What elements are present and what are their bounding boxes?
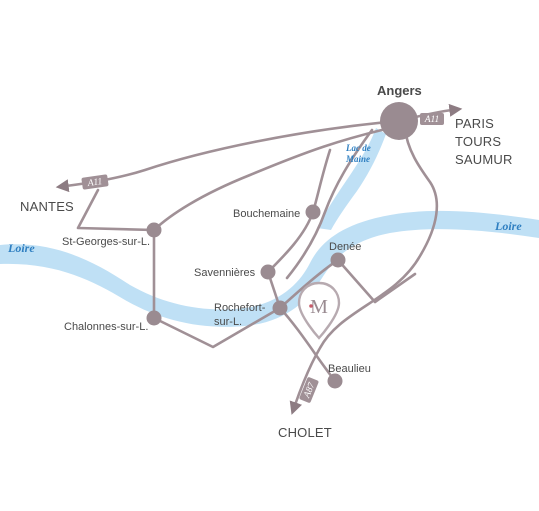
svg-text:A11: A11: [424, 115, 440, 125]
dot-bouchemaine: [305, 204, 321, 220]
label-savennieres: Savennières: [194, 267, 256, 279]
lake-label-line2: Maine: [345, 154, 370, 164]
dot-denee: [330, 252, 346, 268]
dot-rochefort: [272, 300, 288, 316]
road-denee-a87: [336, 258, 417, 304]
label-st-georges: St-Georges-sur-L.: [62, 236, 150, 248]
lac-de-maine: [317, 128, 386, 230]
lake-label-line1: Lac de: [345, 143, 371, 153]
dot-beaulieu: [327, 373, 343, 389]
map-pin-icon[interactable]: M: [297, 281, 341, 340]
label-denee: Denée: [329, 241, 361, 253]
road-angers-st-georges: [152, 126, 392, 232]
road-rochefort-beaulieu: [278, 306, 337, 383]
loire-label-west: Loire: [7, 241, 35, 255]
label-paris: PARIS: [455, 116, 494, 131]
label-rochefort-line1: Rochefort-: [214, 302, 266, 314]
dot-savennieres: [260, 264, 276, 280]
map-pin-monogram: M: [310, 296, 328, 318]
loire-river: [0, 210, 539, 327]
road-maine-east: [285, 128, 374, 280]
label-tours: TOURS: [455, 134, 501, 149]
road-badge-a11-west: A11: [81, 174, 109, 190]
label-angers: Angers: [377, 83, 422, 98]
loire-label-east: Loire: [494, 219, 522, 233]
dot-chalonnes: [146, 310, 162, 326]
label-rochefort-line2: sur-L.: [214, 316, 242, 328]
label-bouchemaine: Bouchemaine: [233, 208, 300, 220]
label-chalonnes: Chalonnes-sur-L.: [64, 321, 148, 333]
dot-angers: [380, 102, 418, 140]
dot-st-georges: [146, 222, 162, 238]
label-cholet: CHOLET: [278, 425, 332, 440]
road-chalonnes-rochefort: [152, 306, 282, 349]
label-nantes: NANTES: [20, 199, 74, 214]
road-badge-a87: A87: [299, 377, 319, 403]
road-badge-a11-east: A11: [420, 113, 444, 125]
label-saumur: SAUMUR: [455, 152, 513, 167]
svg-text:A11: A11: [86, 177, 103, 189]
label-beaulieu: Beaulieu: [328, 363, 371, 375]
road-nantes-link: [76, 188, 156, 232]
